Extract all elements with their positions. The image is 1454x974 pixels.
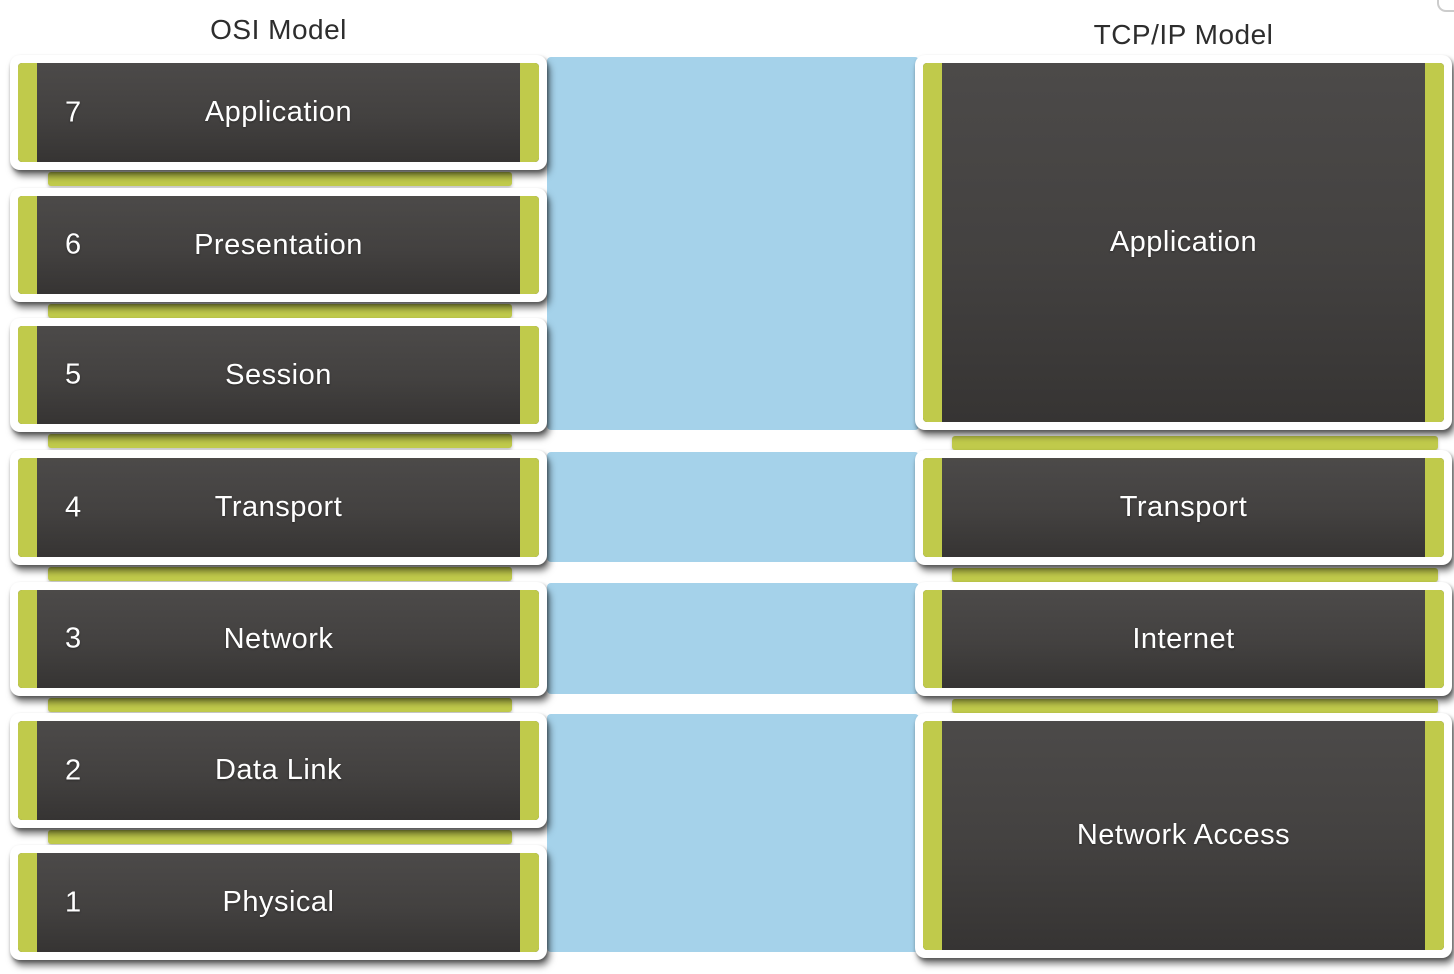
osi-layer-label: Physical bbox=[222, 886, 335, 918]
osi-layer-number: 2 bbox=[65, 754, 82, 786]
tcpip-layer-network-access: Network Access bbox=[915, 713, 1452, 958]
tcpip-layer-label: Application bbox=[1109, 226, 1258, 258]
osi-layer-label: Data Link bbox=[214, 754, 342, 786]
layer-box-face: 5 Session bbox=[18, 326, 539, 424]
layer-box-face: 4 Transport bbox=[18, 458, 539, 557]
osi-layer-number: 7 bbox=[65, 96, 82, 128]
gap-strip bbox=[48, 304, 512, 318]
layer-box-face: 1 Physical bbox=[18, 853, 539, 952]
osi-layer-label: Application bbox=[204, 96, 353, 128]
gap-strip bbox=[48, 830, 512, 844]
osi-layer-5-session: 5 Session bbox=[10, 318, 547, 432]
gap-strip bbox=[48, 698, 512, 712]
tcpip-layer-label: Network Access bbox=[1076, 819, 1291, 851]
tcpip-layer-transport: Transport bbox=[915, 450, 1452, 565]
mapping-band-internet bbox=[547, 583, 919, 694]
gap-strip bbox=[952, 436, 1438, 450]
layer-box-face: Internet bbox=[923, 590, 1444, 688]
osi-layer-7-application: 7 Application bbox=[10, 55, 547, 170]
osi-layer-number: 3 bbox=[65, 622, 82, 655]
layer-box-face: 3 Network bbox=[18, 590, 539, 688]
osi-layer-label: Transport bbox=[214, 491, 343, 523]
mapping-band-network-access bbox=[547, 714, 919, 952]
osi-layer-number: 4 bbox=[65, 491, 82, 523]
tcpip-layer-label: Internet bbox=[1132, 622, 1235, 655]
layer-box-face: Transport bbox=[923, 458, 1444, 557]
osi-layer-number: 5 bbox=[65, 358, 82, 391]
layer-box-face: Application bbox=[923, 63, 1444, 422]
osi-layer-6-presentation: 6 Presentation bbox=[10, 188, 547, 302]
osi-layer-label: Session bbox=[225, 358, 332, 391]
tcpip-layer-application: Application bbox=[915, 55, 1452, 430]
osi-layer-3-network: 3 Network bbox=[10, 582, 547, 696]
osi-layer-number: 6 bbox=[65, 228, 82, 261]
layer-box-face: Network Access bbox=[923, 721, 1444, 950]
osi-layer-4-transport: 4 Transport bbox=[10, 450, 547, 565]
osi-layer-2-data-link: 2 Data Link bbox=[10, 713, 547, 828]
window-corner-artifact bbox=[1437, 0, 1454, 12]
layer-box-face: 7 Application bbox=[18, 63, 539, 162]
osi-layer-1-physical: 1 Physical bbox=[10, 845, 547, 960]
gap-strip bbox=[48, 567, 512, 581]
tcpip-layer-label: Transport bbox=[1119, 491, 1248, 523]
gap-strip bbox=[952, 699, 1438, 713]
layer-box-face: 6 Presentation bbox=[18, 196, 539, 294]
osi-layer-number: 1 bbox=[65, 886, 82, 918]
gap-strip bbox=[48, 172, 512, 186]
mapping-band-transport bbox=[547, 452, 919, 562]
layer-box-face: 2 Data Link bbox=[18, 721, 539, 820]
gap-strip bbox=[48, 434, 512, 448]
gap-strip bbox=[952, 568, 1438, 582]
osi-layer-label: Presentation bbox=[194, 228, 363, 261]
mapping-band-application bbox=[547, 57, 919, 430]
osi-layer-label: Network bbox=[223, 622, 334, 655]
osi-model-title: OSI Model bbox=[210, 14, 347, 45]
tcpip-layer-internet: Internet bbox=[915, 582, 1452, 696]
tcpip-model-title: TCP/IP Model bbox=[1093, 19, 1274, 50]
